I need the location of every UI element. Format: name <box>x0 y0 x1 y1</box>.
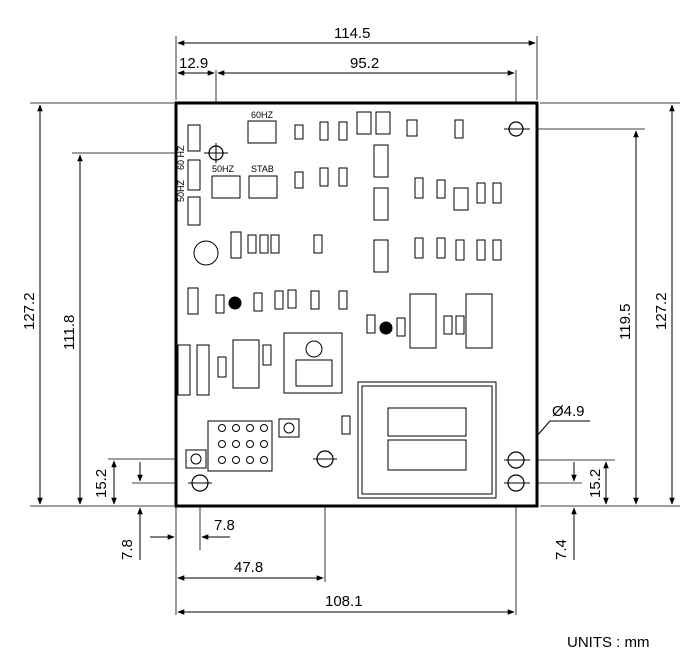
dim-overall-height-right: 127.2 <box>653 292 670 330</box>
dim-bottom-hole-span: 108.1 <box>325 593 363 610</box>
dim-hole-diameter: Ø4.9 <box>552 403 585 420</box>
dim-overall-width: 114.5 <box>334 25 370 42</box>
dim-center-hole-offset: 47.8 <box>234 559 263 576</box>
dim-hole-to-hole-top: 95.2 <box>350 55 379 72</box>
dimension-lines <box>37 40 675 615</box>
extension-lines <box>30 36 680 615</box>
dim-bottom-left-horizontal: 7.8 <box>214 517 235 534</box>
mounting-holes <box>188 121 530 492</box>
dim-bottom-left-height: 15.2 <box>93 469 110 498</box>
dim-bottom-right-vertical: 7.4 <box>553 539 570 560</box>
label-side-60hz: 60 HZ <box>176 145 186 170</box>
label-50hz: 50HZ <box>212 164 235 174</box>
dim-bottom-left-vertical: 7.8 <box>119 539 136 560</box>
label-side-50hz: 50HZ <box>176 179 186 202</box>
label-60hz-top: 60HZ <box>251 110 274 120</box>
dim-bottom-right-height: 15.2 <box>587 469 604 498</box>
dim-hole-height-right: 119.5 <box>617 304 634 340</box>
dim-left-offset-top: 12.9 <box>179 55 208 72</box>
board-components <box>177 111 502 499</box>
label-stab: STAB <box>251 164 274 174</box>
dim-overall-height-left: 127.2 <box>21 292 38 330</box>
dim-hole-height-left: 111.8 <box>61 315 78 350</box>
units-label: UNITS : mm <box>567 634 650 651</box>
